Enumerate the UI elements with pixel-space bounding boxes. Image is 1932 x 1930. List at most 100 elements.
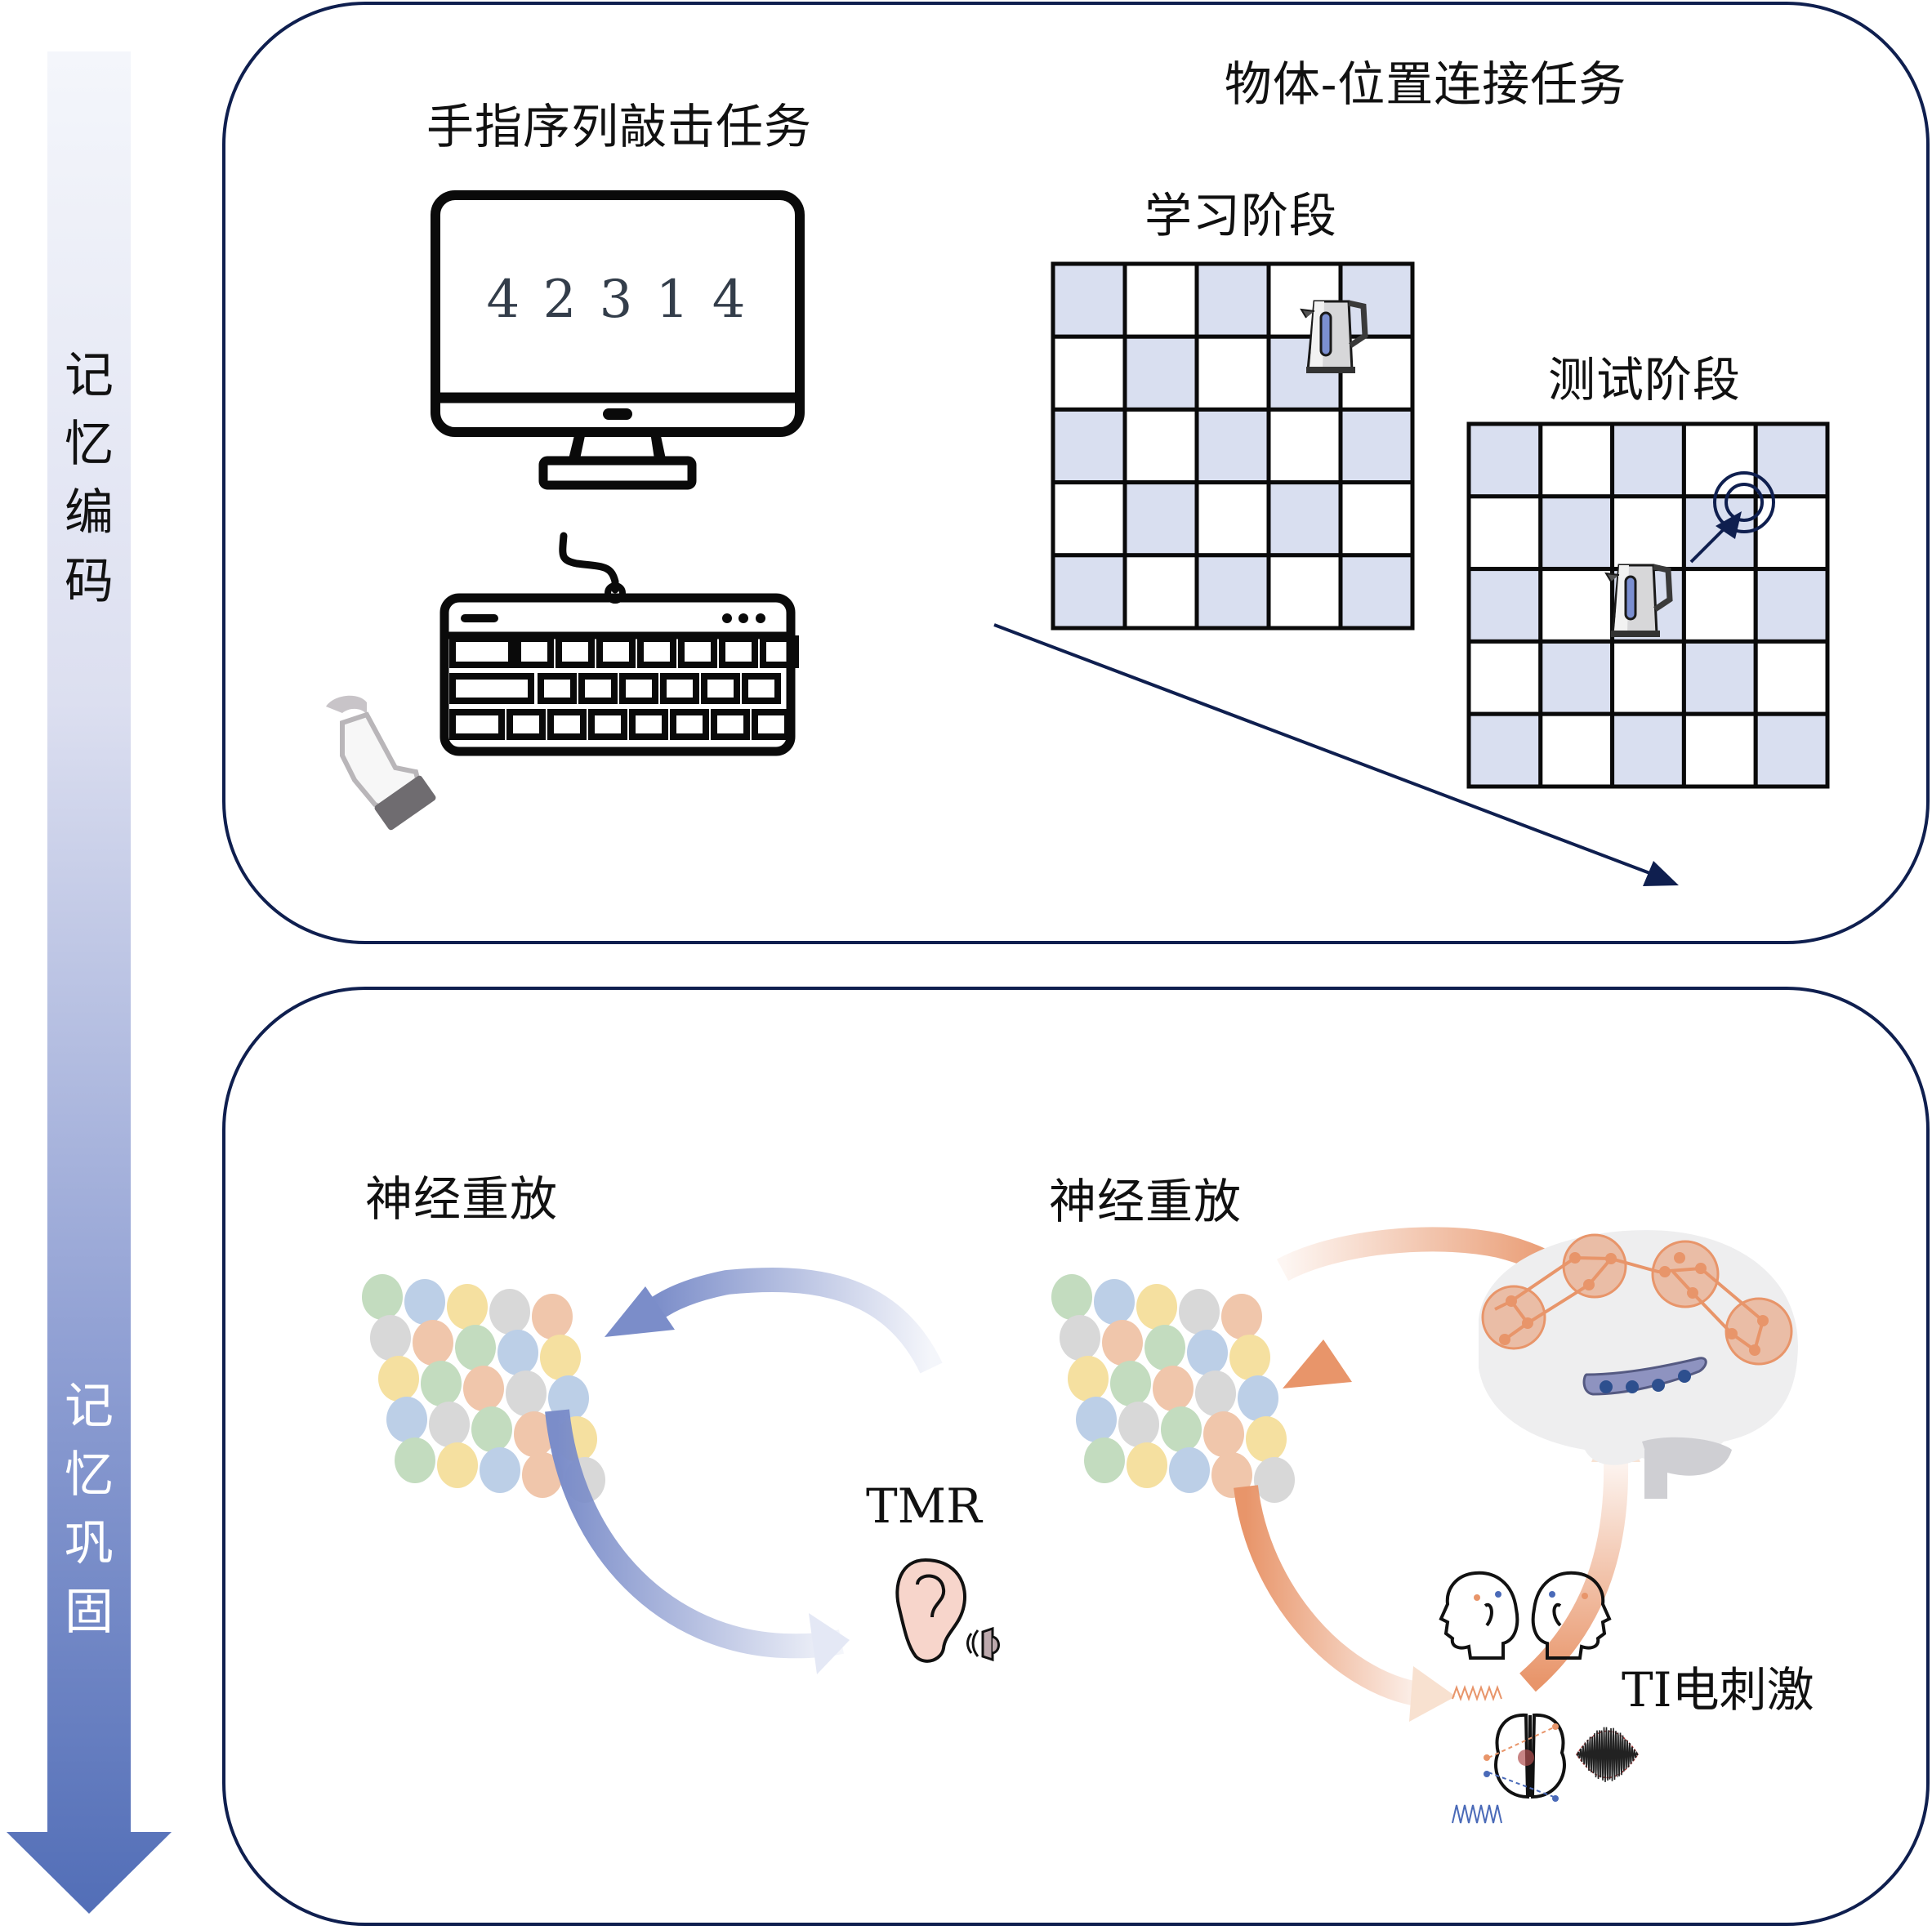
grid-cell xyxy=(1194,407,1271,485)
label-char: 忆 xyxy=(65,416,114,473)
neuron xyxy=(378,1356,419,1402)
neuron xyxy=(386,1397,427,1442)
key xyxy=(449,673,534,704)
neuron xyxy=(522,1452,563,1498)
screen-sequence: 4 2 3 1 4 xyxy=(486,270,749,330)
neuron xyxy=(1118,1402,1159,1447)
neuron xyxy=(1169,1447,1210,1493)
test-grid xyxy=(1466,421,1830,789)
neuron xyxy=(421,1361,462,1406)
neuron xyxy=(1187,1330,1228,1375)
target-circle-icon xyxy=(1689,471,1775,564)
beat-envelope xyxy=(1576,1727,1639,1782)
neuron xyxy=(498,1330,538,1375)
key xyxy=(578,673,618,704)
neuron xyxy=(413,1320,453,1366)
neuron xyxy=(1246,1416,1287,1462)
grid-cell xyxy=(1681,711,1758,789)
stage-label-encoding: 记 忆 编 码 xyxy=(47,341,131,616)
neuron xyxy=(437,1442,478,1488)
key xyxy=(742,673,781,704)
stage-label-consolidation: 记 忆 巩 固 xyxy=(47,1372,131,1647)
neuron xyxy=(489,1289,530,1335)
label-char: 忆 xyxy=(65,1446,114,1504)
key xyxy=(515,635,554,668)
brain-ti-icon xyxy=(1452,1685,1639,1824)
neuron xyxy=(506,1371,547,1416)
learn-to-test-arrow xyxy=(993,623,1679,886)
ti-stim-label: TI电刺激 xyxy=(1622,1662,1814,1718)
neuron xyxy=(1179,1289,1220,1335)
object-location-task-title: 物体-位置连接任务 xyxy=(1224,56,1627,112)
neuron xyxy=(532,1294,573,1339)
neuron xyxy=(1102,1320,1143,1366)
neuron xyxy=(1076,1397,1117,1442)
key xyxy=(619,673,658,704)
key xyxy=(588,709,627,740)
neuron xyxy=(1060,1315,1100,1361)
finger-task-title: 手指序列敲击任务 xyxy=(426,99,813,154)
neuron xyxy=(1254,1457,1295,1503)
key xyxy=(719,635,758,668)
kettle-icon xyxy=(1604,564,1673,637)
grid-cell xyxy=(1266,553,1343,631)
brain-network-icon xyxy=(1479,1230,1798,1499)
neuron xyxy=(1203,1411,1244,1457)
neural-replay-label-tmr: 神经重放 xyxy=(364,1171,559,1227)
grid-cell xyxy=(1194,334,1271,412)
monitor-icon xyxy=(431,190,805,490)
neuron xyxy=(548,1375,589,1421)
neuron xyxy=(1195,1371,1236,1416)
grid-cell xyxy=(1538,421,1615,499)
learning-phase-label: 学习阶段 xyxy=(1144,188,1338,243)
grid-cell xyxy=(1753,639,1830,716)
neuron xyxy=(404,1279,445,1325)
key xyxy=(449,635,515,668)
key xyxy=(752,709,791,740)
heads-electrodes-icon xyxy=(1439,1571,1612,1660)
key xyxy=(760,635,799,668)
grid-cell xyxy=(1194,553,1271,631)
neuron xyxy=(395,1437,435,1483)
neuron xyxy=(463,1366,504,1411)
label-char: 编 xyxy=(65,484,114,542)
label-char: 固 xyxy=(65,1584,114,1641)
label-char: 记 xyxy=(65,347,114,404)
neuron-cluster-ti xyxy=(1051,1274,1295,1503)
hand-pressing-icon xyxy=(326,695,436,831)
grid-cell xyxy=(1466,567,1543,644)
kettle-icon xyxy=(1300,300,1368,373)
neuron xyxy=(455,1325,496,1371)
neuron xyxy=(1161,1406,1202,1452)
key xyxy=(670,709,709,740)
neuron xyxy=(1110,1361,1151,1406)
key xyxy=(629,709,668,740)
grid-cell xyxy=(1466,711,1543,789)
tmr-arrow-top xyxy=(605,1268,943,1374)
neuron xyxy=(540,1335,581,1380)
neuron xyxy=(1238,1375,1278,1421)
neuron xyxy=(370,1315,411,1361)
grid-cell xyxy=(1753,711,1830,789)
neuron xyxy=(1127,1442,1167,1488)
neuron xyxy=(471,1406,512,1452)
neuron xyxy=(1221,1294,1262,1339)
neuron xyxy=(429,1402,470,1447)
neuron xyxy=(1211,1452,1252,1498)
label-char: 码 xyxy=(65,553,114,610)
keyboard-icon xyxy=(439,532,799,756)
ti-arrow-bottom xyxy=(1234,1485,1456,1722)
neuron xyxy=(1229,1335,1270,1380)
neuron xyxy=(1084,1437,1125,1483)
neuron xyxy=(362,1274,403,1320)
key xyxy=(711,709,750,740)
key xyxy=(660,673,699,704)
key xyxy=(547,709,587,740)
neuron xyxy=(1068,1356,1109,1402)
neuron xyxy=(514,1411,555,1457)
ear-sound-icon xyxy=(895,1558,1000,1663)
grid-cell xyxy=(1338,553,1415,631)
neuron xyxy=(480,1447,520,1493)
key xyxy=(556,635,595,668)
